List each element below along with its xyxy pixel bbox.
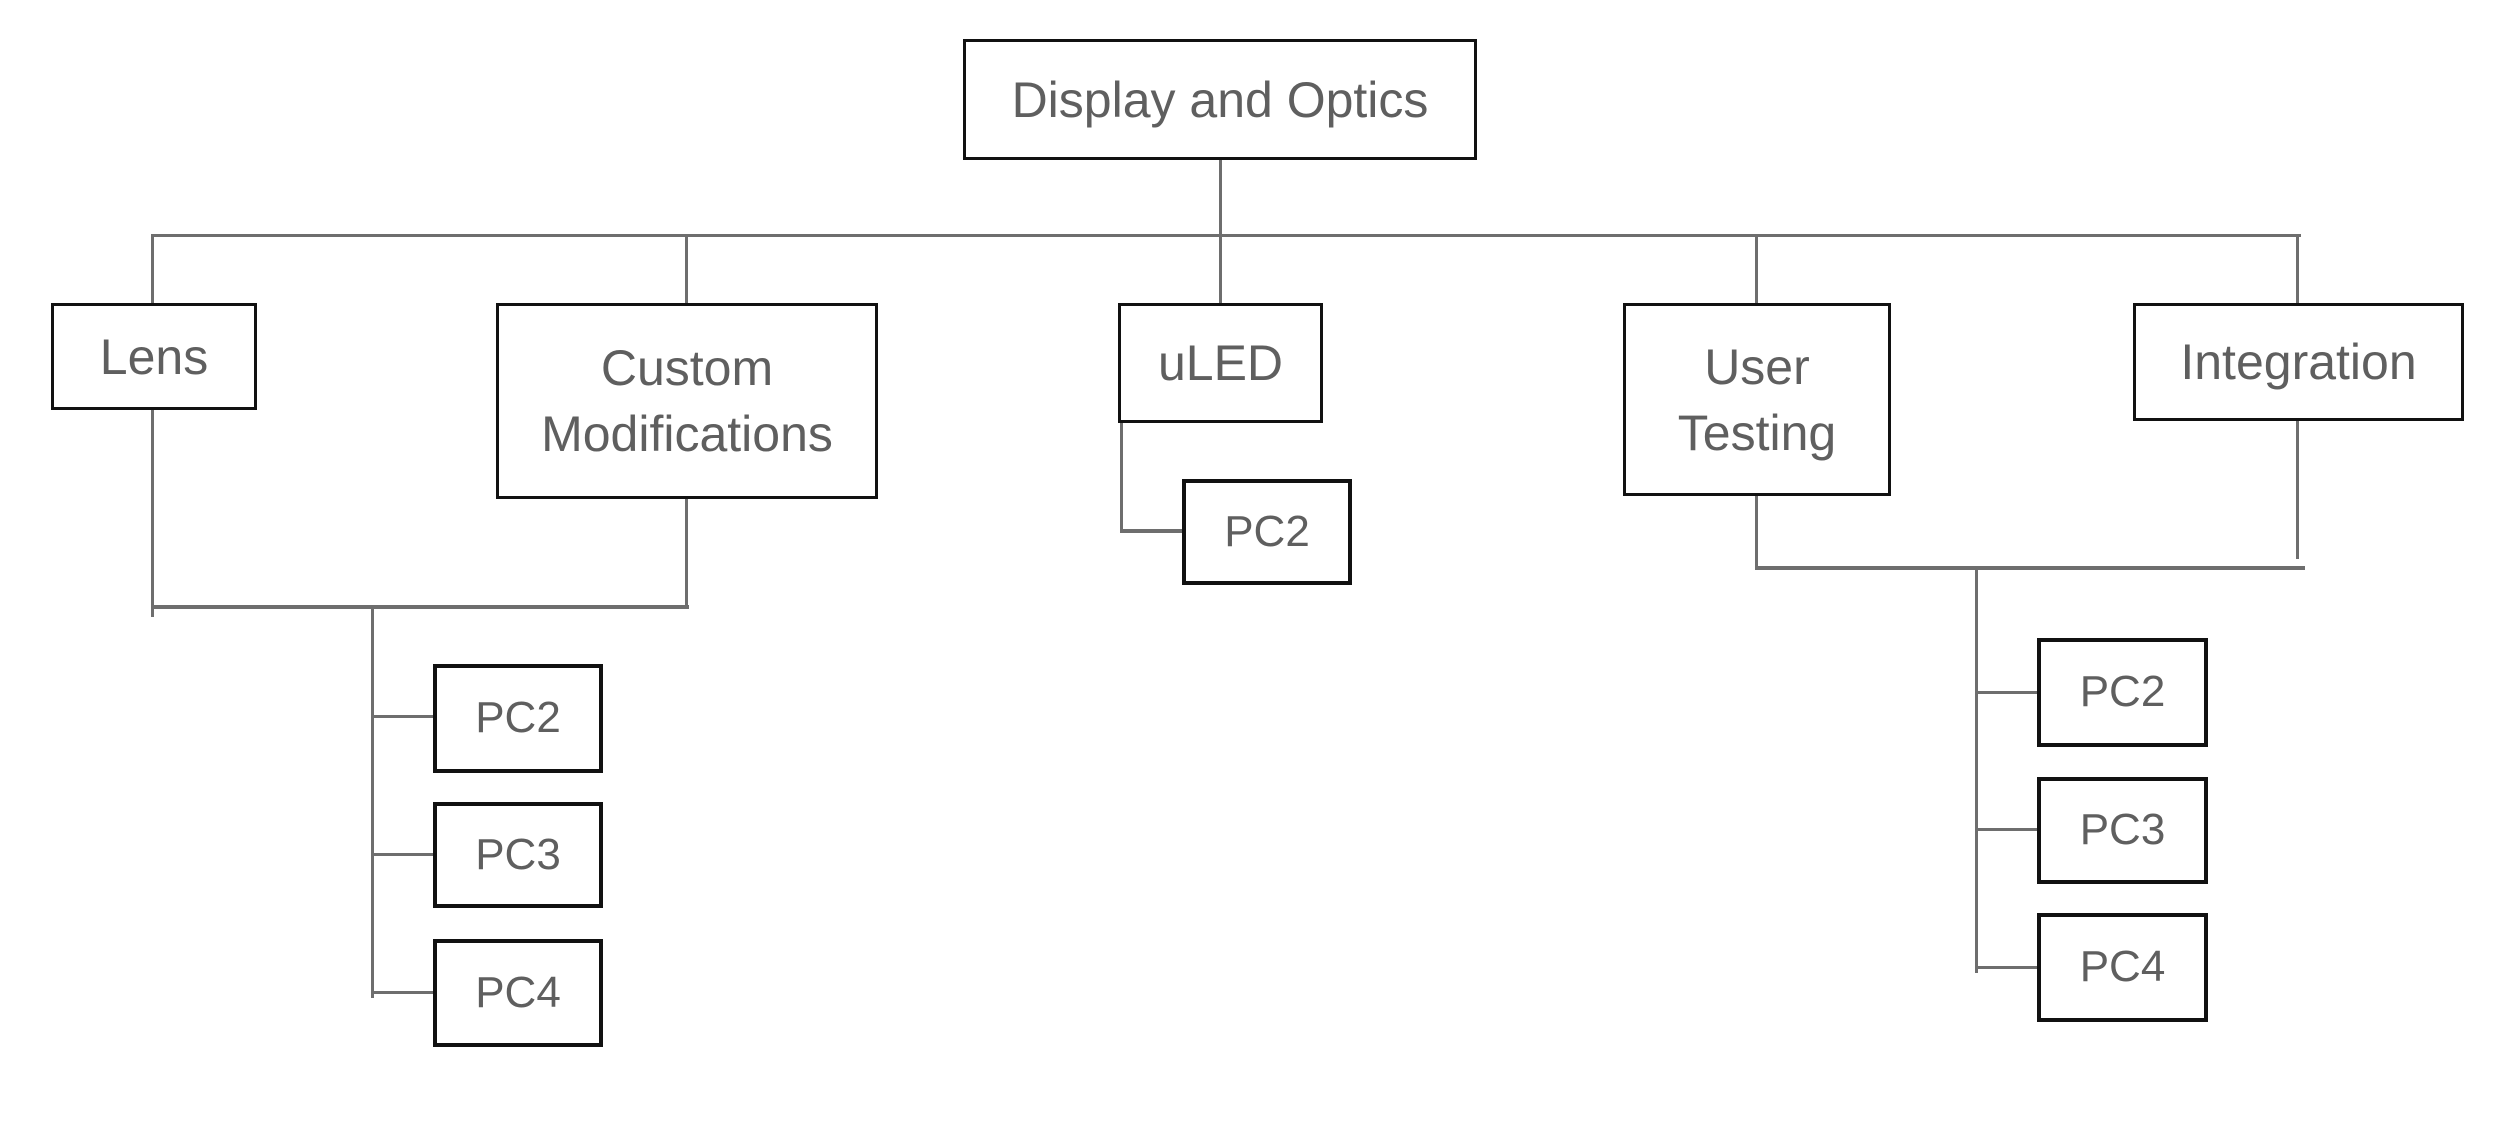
node-integration: Integration xyxy=(2133,303,2464,421)
node-right-pc2: PC2 xyxy=(2037,638,2208,747)
node-left-pc2: PC2 xyxy=(433,664,603,773)
node-right-pc3: PC3 xyxy=(2037,777,2208,884)
connector-right-stub-pc2 xyxy=(1975,691,2037,694)
connector-drop-user-testing xyxy=(1755,234,1758,303)
connector-drop-integration xyxy=(2296,234,2299,303)
node-left-pc2-label: PC2 xyxy=(475,693,561,743)
node-custom-modifications-label: Custom Modifications xyxy=(541,340,833,462)
connector-user-testing-descender xyxy=(1755,496,1758,570)
connector-left-stub-pc4 xyxy=(371,991,433,994)
node-left-pc4: PC4 xyxy=(433,939,603,1047)
node-right-pc4-label: PC4 xyxy=(2079,942,2166,992)
node-left-pc4-label: PC4 xyxy=(475,967,561,1017)
connector-integration-descender xyxy=(2296,421,2299,559)
node-left-pc3: PC3 xyxy=(433,802,603,908)
connector-drop-uled xyxy=(1219,234,1222,303)
connector-root-drop xyxy=(1219,160,1222,237)
connector-uled-descender xyxy=(1120,423,1123,533)
connector-left-group-rail xyxy=(151,605,689,609)
connector-left-spine xyxy=(371,605,374,998)
node-uled-label: uLED xyxy=(1157,335,1284,391)
node-integration-label: Integration xyxy=(2180,334,2417,390)
node-custom-modifications: Custom Modifications xyxy=(496,303,878,499)
node-root: Display and Optics xyxy=(963,39,1477,160)
node-left-pc3-label: PC3 xyxy=(475,829,561,879)
node-lens-label: Lens xyxy=(99,328,209,385)
connector-right-stub-pc3 xyxy=(1975,828,2037,831)
node-user-testing: User Testing xyxy=(1623,303,1891,496)
node-user-testing-label: User Testing xyxy=(1677,338,1837,461)
connector-right-stub-pc4 xyxy=(1975,966,2037,969)
connector-right-group-rail xyxy=(1756,566,2305,570)
connector-drop-custom xyxy=(685,234,688,303)
node-right-pc4: PC4 xyxy=(2037,913,2208,1022)
node-root-label: Display and Optics xyxy=(1011,71,1429,128)
node-uled-pc2-label: PC2 xyxy=(1224,506,1310,556)
connector-custom-descender xyxy=(685,499,688,607)
node-right-pc3-label: PC3 xyxy=(2079,805,2166,855)
connector-main-rail xyxy=(151,234,2301,237)
connector-left-stub-pc3 xyxy=(371,853,433,856)
node-uled: uLED xyxy=(1118,303,1323,423)
connector-left-stub-pc2 xyxy=(371,715,433,718)
node-lens: Lens xyxy=(51,303,257,410)
connector-lens-descender xyxy=(151,410,154,617)
connector-uled-stub-pc2 xyxy=(1120,529,1182,533)
connector-right-spine xyxy=(1975,570,1978,973)
node-uled-pc2: PC2 xyxy=(1182,479,1352,585)
connector-drop-lens xyxy=(151,234,154,303)
node-right-pc2-label: PC2 xyxy=(2079,667,2166,717)
